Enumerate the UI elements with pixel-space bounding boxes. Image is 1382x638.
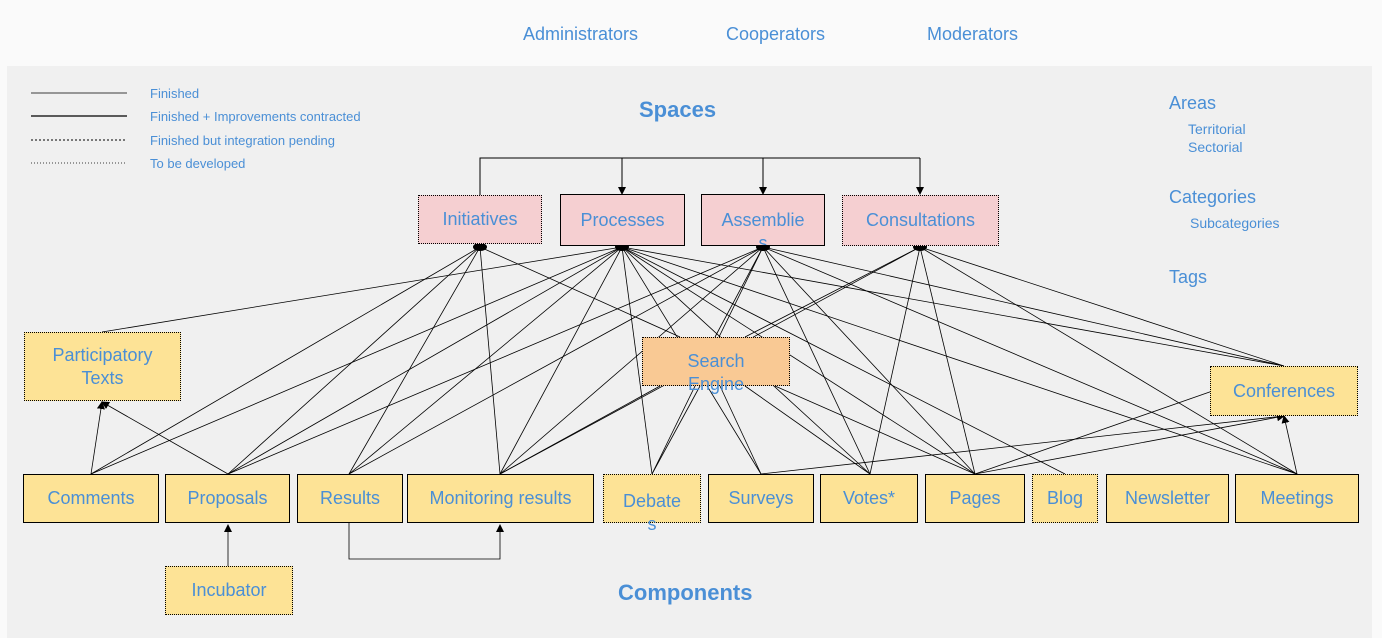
- space-consultations[interactable]: Consultations: [842, 195, 999, 246]
- legend-line-samples: [31, 92, 127, 164]
- component-monitoring-results[interactable]: Monitoring results: [407, 474, 594, 523]
- territorial-label[interactable]: Territorial: [1188, 121, 1246, 137]
- legend-to-be-developed: To be developed: [150, 156, 246, 171]
- arrow-links: [90, 401, 1298, 566]
- space-processes[interactable]: Processes: [560, 194, 685, 246]
- space-initiatives[interactable]: Initiatives: [418, 195, 542, 244]
- component-surveys[interactable]: Surveys: [708, 474, 814, 523]
- spaces-heading: Spaces: [639, 97, 717, 122]
- component-blog[interactable]: Blog: [1032, 474, 1098, 523]
- component-incubator[interactable]: Incubator: [165, 566, 293, 615]
- space-component-wires: [90, 246, 1298, 475]
- subcategories-label[interactable]: Subcategories: [1190, 215, 1280, 231]
- component-conferences[interactable]: Conferences: [1210, 366, 1358, 416]
- categories-label[interactable]: Categories: [1169, 187, 1257, 207]
- space-assemblies[interactable]: Assemblies: [701, 194, 825, 246]
- component-search-engine[interactable]: Search Engine: [642, 337, 790, 394]
- component-proposals[interactable]: Proposals: [165, 474, 290, 523]
- legend-integration-pending: Finished but integration pending: [150, 133, 336, 148]
- component-participatory-texts[interactable]: Participatory Texts: [24, 332, 181, 401]
- top-navigation: Administrators Cooperators Moderators: [0, 0, 1382, 66]
- nav-administrators[interactable]: Administrators: [523, 24, 639, 44]
- nav-cooperators[interactable]: Cooperators: [726, 24, 826, 44]
- components-heading: Components: [618, 580, 753, 605]
- space-bracket: [479, 157, 924, 195]
- component-comments[interactable]: Comments: [23, 474, 159, 523]
- legend-improvements: Finished + Improvements contracted: [150, 109, 361, 124]
- sectorial-label[interactable]: Sectorial: [1188, 139, 1243, 155]
- component-newsletter[interactable]: Newsletter: [1106, 474, 1229, 523]
- component-votes[interactable]: Votes*: [820, 474, 918, 523]
- component-pages[interactable]: Pages: [925, 474, 1025, 523]
- nav-moderators[interactable]: Moderators: [927, 24, 1019, 44]
- component-results[interactable]: Results: [297, 474, 403, 523]
- component-meetings[interactable]: Meetings: [1235, 474, 1359, 523]
- component-debates[interactable]: Debates: [603, 474, 701, 534]
- legend-finished: Finished: [150, 86, 200, 101]
- areas-label[interactable]: Areas: [1169, 93, 1217, 113]
- tags-label[interactable]: Tags: [1169, 267, 1208, 287]
